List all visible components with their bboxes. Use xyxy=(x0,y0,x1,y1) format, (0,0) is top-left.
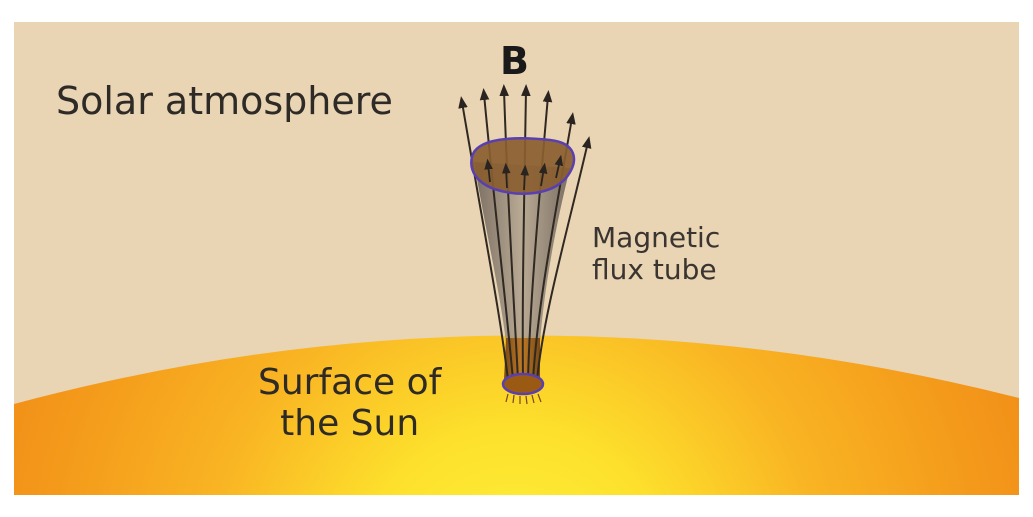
flux-tube-body xyxy=(474,162,570,342)
flux-tube-label: Magnetic flux tube xyxy=(592,221,721,287)
field-lines-top xyxy=(484,154,564,191)
solar-atmosphere-label: Solar atmosphere xyxy=(56,79,393,123)
flux-tube-label-line1: Magnetic xyxy=(592,221,721,254)
flux-tube-bottom-section xyxy=(501,372,545,396)
magnetic-field-symbol: B xyxy=(500,39,529,83)
sun-surface-region xyxy=(14,335,1019,495)
flux-tube-label-line2: flux tube xyxy=(592,253,717,287)
field-line-roots xyxy=(505,393,542,405)
sun-surface-label-line2: the Sun xyxy=(280,403,420,445)
diagram-panel: Solar atmosphere B Magnetic flux tube Su… xyxy=(14,22,1019,495)
sun-surface-label: Surface of the Sun xyxy=(258,362,441,445)
flux-tube-diagram xyxy=(14,22,1019,495)
sun-surface-label-line1: Surface of xyxy=(258,362,442,403)
